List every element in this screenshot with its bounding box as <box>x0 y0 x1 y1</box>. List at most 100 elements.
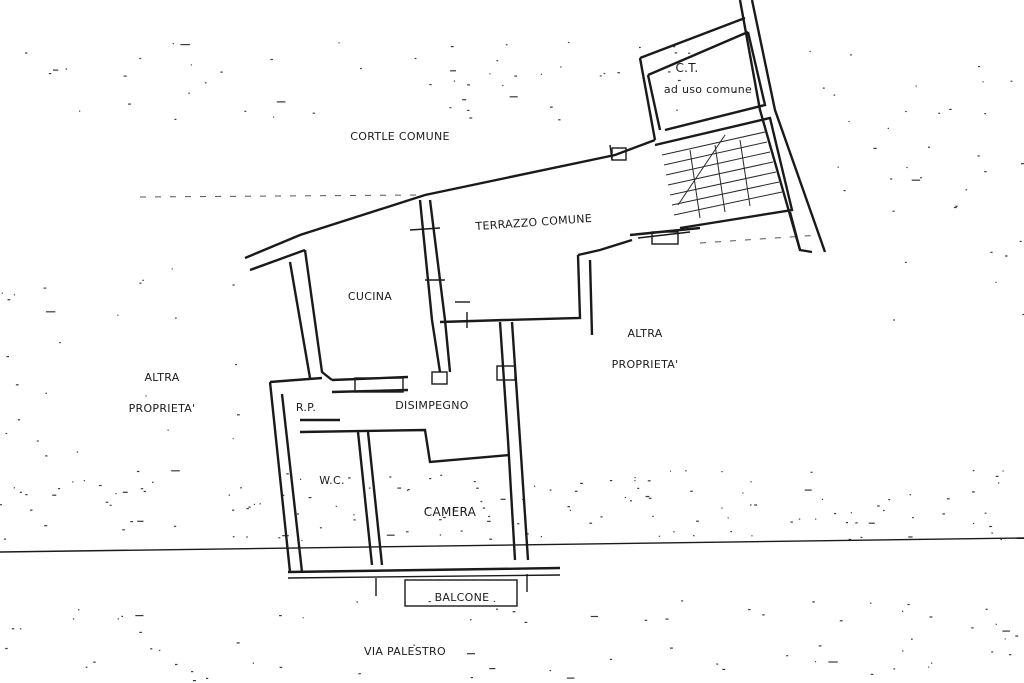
speck <box>995 475 999 477</box>
speck <box>335 505 337 507</box>
speck <box>567 41 570 44</box>
speck <box>676 109 678 111</box>
speck <box>123 75 127 77</box>
speck <box>473 481 476 483</box>
speck <box>496 60 499 62</box>
speck <box>348 477 351 479</box>
speck <box>476 487 479 489</box>
speck <box>308 497 312 499</box>
speck <box>955 205 958 207</box>
speck <box>634 477 636 479</box>
speck <box>115 493 117 495</box>
speck <box>972 470 975 472</box>
speck <box>750 504 752 506</box>
speck <box>540 536 542 538</box>
speck <box>1 292 3 294</box>
speck <box>279 666 283 668</box>
label-terrazzo: TERRAZZO COMUNE <box>474 212 592 233</box>
label-wc: W.C. <box>319 474 345 487</box>
speck <box>888 499 891 501</box>
speck <box>150 648 153 650</box>
speck <box>890 178 893 180</box>
speck <box>489 668 496 670</box>
speck <box>868 522 875 524</box>
speck <box>122 529 125 531</box>
speck <box>902 610 904 612</box>
speck <box>105 501 109 503</box>
speck <box>136 470 140 473</box>
speck <box>1005 255 1008 257</box>
speck <box>414 57 417 60</box>
speck <box>920 177 922 179</box>
speck <box>906 166 908 169</box>
speck <box>128 103 131 105</box>
speck <box>25 494 28 496</box>
speck <box>174 118 177 120</box>
speck <box>883 509 885 512</box>
speck <box>43 287 47 289</box>
speck <box>748 609 751 611</box>
speck <box>617 72 620 74</box>
speck <box>142 279 144 281</box>
speck <box>220 71 223 73</box>
speck <box>270 58 273 61</box>
speck <box>453 80 455 82</box>
speck <box>11 628 15 630</box>
speck <box>59 342 61 344</box>
speck <box>453 508 455 510</box>
speck <box>1015 635 1019 637</box>
speck <box>965 189 967 191</box>
speck <box>860 536 863 538</box>
speck <box>828 661 838 663</box>
speck <box>850 54 852 56</box>
speck <box>505 44 508 46</box>
speck <box>912 517 914 519</box>
speck <box>915 85 917 87</box>
speck <box>998 482 1000 484</box>
speck <box>353 514 355 516</box>
label-ct-sub: ad uso comune <box>664 83 752 96</box>
speck <box>821 498 824 500</box>
speck <box>7 299 11 301</box>
speck <box>509 96 518 98</box>
speck <box>512 611 516 613</box>
speck <box>721 471 723 473</box>
speck <box>338 42 340 44</box>
speck <box>500 498 506 500</box>
speck <box>845 522 848 524</box>
speck <box>460 530 463 532</box>
speck <box>716 663 719 665</box>
speck <box>751 535 753 537</box>
speck <box>175 317 177 319</box>
speck <box>228 494 230 496</box>
speck <box>549 670 552 672</box>
speck <box>677 79 681 82</box>
speck <box>489 538 493 540</box>
speck <box>887 127 889 129</box>
speck <box>5 432 8 435</box>
speck <box>566 677 575 679</box>
speck <box>569 509 571 511</box>
speck <box>191 671 194 673</box>
speck <box>517 523 520 525</box>
speck <box>356 601 358 603</box>
label-altra-right-2: PROPRIETA' <box>612 358 679 371</box>
speck <box>902 650 904 652</box>
speck <box>870 673 874 675</box>
speck <box>637 487 640 489</box>
speck <box>139 631 142 633</box>
speck <box>634 480 636 482</box>
speck <box>730 531 732 533</box>
speck <box>734 91 736 93</box>
speck <box>905 110 907 113</box>
speck <box>812 601 815 603</box>
speck <box>855 522 858 524</box>
speck <box>942 513 945 515</box>
speck <box>990 251 993 253</box>
speck <box>995 281 997 283</box>
speck <box>837 166 839 168</box>
speck <box>938 112 941 114</box>
speck <box>488 515 491 518</box>
speck <box>839 620 843 622</box>
